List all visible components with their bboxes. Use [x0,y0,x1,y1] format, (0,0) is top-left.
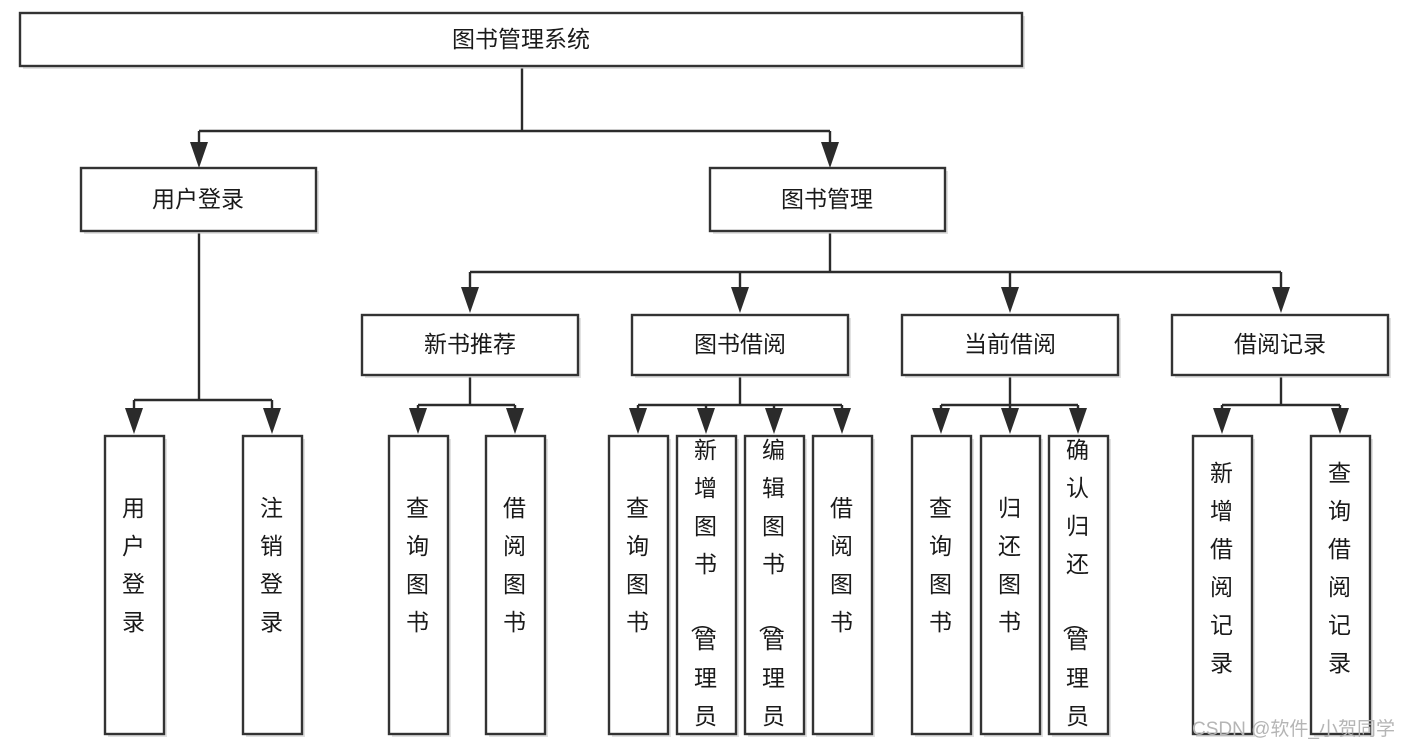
root-label: 图书管理系统 [452,26,590,52]
leaf-node[interactable]: 借阅图书 [811,434,875,737]
arrow-head-current [1001,287,1019,313]
leaf-box-nb-borrow[interactable] [484,434,547,736]
leaf-node[interactable]: 注销登录 [241,434,305,737]
leaf-label-user-login: 用户登录 [122,495,146,635]
leaf-box-bb-query[interactable] [607,434,670,736]
arrow-head-br-leaf2 [1331,408,1349,434]
leaf-box-logout[interactable] [241,434,304,736]
connector-group-book-borrow [629,377,851,434]
user-login-label: 用户登录 [152,186,244,212]
leaf-label-bb-edit: 编辑图书（管理员） [757,437,786,747]
root-box[interactable] [18,11,1024,68]
connector-group-root [190,68,839,168]
leaf-label-nb-query: 查询图书 [406,495,430,635]
leaf-node[interactable]: 查询借阅记录 [1309,434,1373,737]
current-borrow-label: 当前借阅 [964,331,1056,357]
node-new-book-recommend[interactable]: 新书推荐 [360,313,581,378]
leaf-label-bb-borrow: 借阅图书 [830,495,854,635]
leaf-label-br-query: 查询借阅记录 [1328,460,1352,676]
arrow-head-nb-leaf1 [409,408,427,434]
arrow-head-ul-leaf1 [125,408,143,434]
leaf-node[interactable]: 查询图书 [910,434,974,737]
connector-group-user-login [125,233,281,434]
arrow-head-bb-leaf4 [833,408,851,434]
arrow-head-borrow [731,287,749,313]
leaf-box-cb-return[interactable] [979,434,1042,736]
leaf-box-bb-edit[interactable] [743,434,806,736]
connector-group-new-book [409,377,524,434]
leaf-box-br-add[interactable] [1191,434,1254,736]
leaf-node[interactable]: 确认归还（管理员） [1047,434,1111,747]
arrow-head-cb-leaf2 [1001,408,1019,434]
node-book-borrow[interactable]: 图书借阅 [630,313,851,378]
current-borrow-box[interactable] [900,313,1120,377]
leaf-label-cb-query: 查询图书 [929,495,953,635]
leaf-node[interactable]: 查询图书 [387,434,451,737]
book-manage-label: 图书管理 [781,186,873,212]
node-book-manage[interactable]: 图书管理 [708,166,948,234]
arrow-head-bb-leaf1 [629,408,647,434]
leaf-box-user-login[interactable] [103,434,166,736]
new-book-label: 新书推荐 [424,331,516,357]
leaf-node[interactable]: 归还图书 [979,434,1043,737]
leaf-label-logout: 注销登录 [260,495,284,635]
arrow-head-cb-leaf1 [932,408,950,434]
new-book-box[interactable] [360,313,580,377]
leaf-node[interactable]: 编辑图书（管理员） [743,434,807,747]
connector-group-book-manage [461,233,1290,313]
arrow-head-user-login [190,142,208,168]
arrow-head-nb-leaf2 [506,408,524,434]
leaf-node[interactable]: 新增借阅记录 [1191,434,1255,737]
book-manage-box[interactable] [708,166,947,233]
leaf-label-nb-borrow: 借阅图书 [503,495,527,635]
arrow-head-bb-leaf2 [697,408,715,434]
leaf-label-bb-query: 查询图书 [626,495,650,635]
node-root-system[interactable]: 图书管理系统 [18,11,1025,69]
leaf-label-br-add: 新增借阅记录 [1210,460,1234,676]
borrow-record-box[interactable] [1170,313,1390,377]
arrow-head-book-manage [821,142,839,168]
leaf-box-bb-borrow[interactable] [811,434,874,736]
node-user-login[interactable]: 用户登录 [79,166,319,234]
arrow-head-new-book [461,287,479,313]
node-current-borrow[interactable]: 当前借阅 [900,313,1121,378]
connector-group-borrow-record [1213,377,1349,434]
connector-group-current-borrow [932,377,1087,434]
book-borrow-label: 图书借阅 [694,331,786,357]
borrow-record-label: 借阅记录 [1234,331,1326,357]
leaf-node[interactable]: 查询图书 [607,434,671,737]
leaf-label-cb-return: 归还图书 [998,495,1022,635]
leaf-box-cb-confirm[interactable] [1047,434,1110,736]
leaf-label-cb-confirm: 确认归还（管理员） [1061,437,1090,747]
user-login-box[interactable] [79,166,318,233]
leaf-box-nb-query[interactable] [387,434,450,736]
leaf-box-bb-add[interactable] [675,434,738,736]
node-borrow-record[interactable]: 借阅记录 [1170,313,1391,378]
book-borrow-box[interactable] [630,313,850,377]
leaf-label-bb-add: 新增图书（管理员） [689,437,718,747]
arrow-head-cb-leaf3 [1069,408,1087,434]
leaf-node[interactable]: 新增图书（管理员） [675,434,739,747]
arrow-head-bb-leaf3 [765,408,783,434]
leaf-node[interactable]: 借阅图书 [484,434,548,737]
leaf-box-br-query[interactable] [1309,434,1372,736]
leaf-node[interactable]: 用户登录 [103,434,167,737]
arrow-head-br-leaf1 [1213,408,1231,434]
arrow-head-ul-leaf2 [263,408,281,434]
arrow-head-record [1272,287,1290,313]
leaf-box-cb-query[interactable] [910,434,973,736]
